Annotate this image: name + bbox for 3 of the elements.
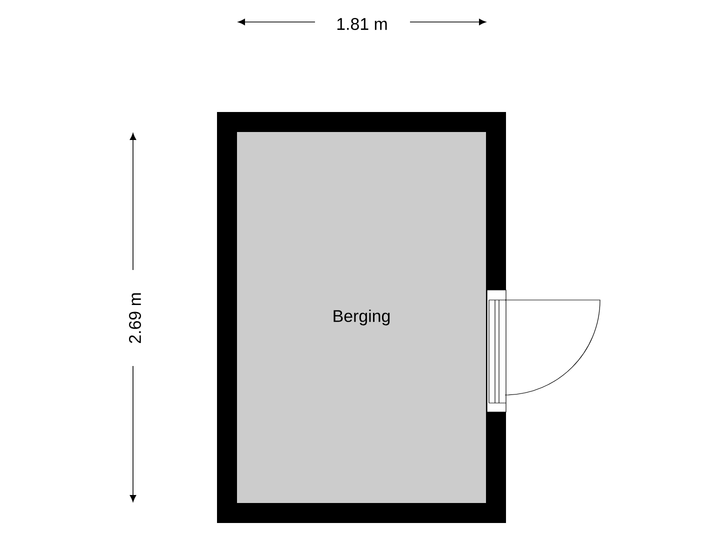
- dimension-label: 1.81 m: [337, 18, 387, 30]
- room: Berging: [237, 132, 486, 503]
- dimension-label: 2.69 m: [129, 293, 141, 344]
